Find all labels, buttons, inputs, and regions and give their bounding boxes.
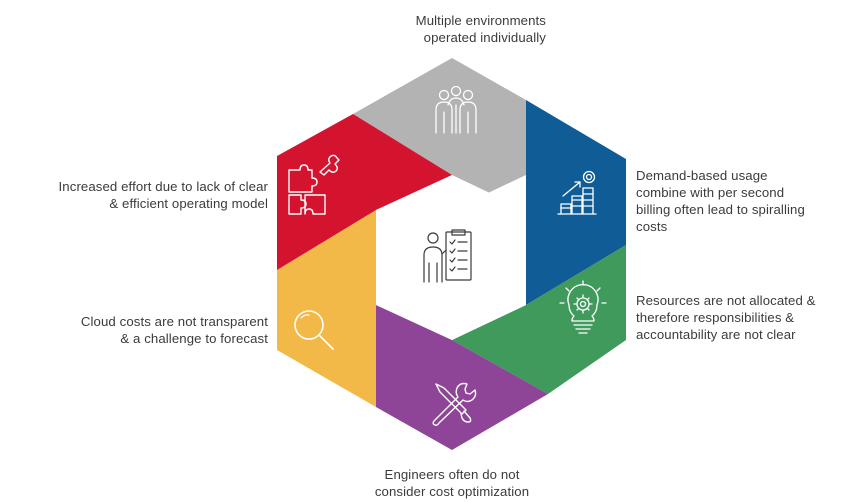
- caption-line: billing often lead to spiralling: [636, 202, 805, 217]
- caption-line: operated individually: [423, 30, 546, 45]
- person-checklist-icon: [423, 229, 472, 283]
- caption-line: therefore responsibilities &: [636, 310, 795, 325]
- caption-lower-left: Cloud costs are not transparent & a chal…: [6, 313, 268, 347]
- caption-line: & efficient operating model: [109, 196, 268, 211]
- center-hexagon: [376, 175, 526, 340]
- caption-line: combine with per second: [636, 185, 785, 200]
- magnifier-icon: [294, 310, 334, 350]
- caption-upper-left: Increased effort due to lack of clear & …: [4, 178, 268, 212]
- wrench-screwdriver-icon: [432, 382, 477, 426]
- segment-upper-right: [526, 100, 626, 305]
- caption-line: consider cost optimization: [374, 484, 530, 499]
- segment-top: [353, 58, 526, 210]
- caption-line: costs: [636, 219, 668, 234]
- puzzle-pieces-icon: [288, 154, 340, 215]
- caption-line: Increased effort due to lack of clear: [58, 179, 268, 194]
- rising-coins-chart-icon: [557, 170, 597, 215]
- caption-line: Cloud costs are not transparent: [80, 314, 268, 329]
- segment-bottom: [376, 305, 548, 450]
- caption-bottom: Engineers often do not consider cost opt…: [336, 466, 568, 500]
- caption-line: accountability are not clear: [636, 327, 796, 342]
- caption-line: Engineers often do not: [384, 467, 520, 482]
- segment-lower-left: [277, 210, 376, 407]
- caption-upper-right: Demand-based usage combine with per seco…: [636, 167, 861, 235]
- caption-lower-right: Resources are not allocated & therefore …: [636, 292, 861, 343]
- caption-line: Resources are not allocated &: [636, 293, 816, 308]
- segment-upper-left: [277, 114, 452, 270]
- team-people-icon: [435, 85, 477, 134]
- caption-top: Multiple environments operated individua…: [300, 12, 546, 46]
- lightbulb-gear-icon: [559, 280, 607, 334]
- caption-line: Multiple environments: [415, 13, 546, 28]
- caption-line: Demand-based usage: [636, 168, 768, 183]
- caption-line: & a challenge to forecast: [120, 331, 268, 346]
